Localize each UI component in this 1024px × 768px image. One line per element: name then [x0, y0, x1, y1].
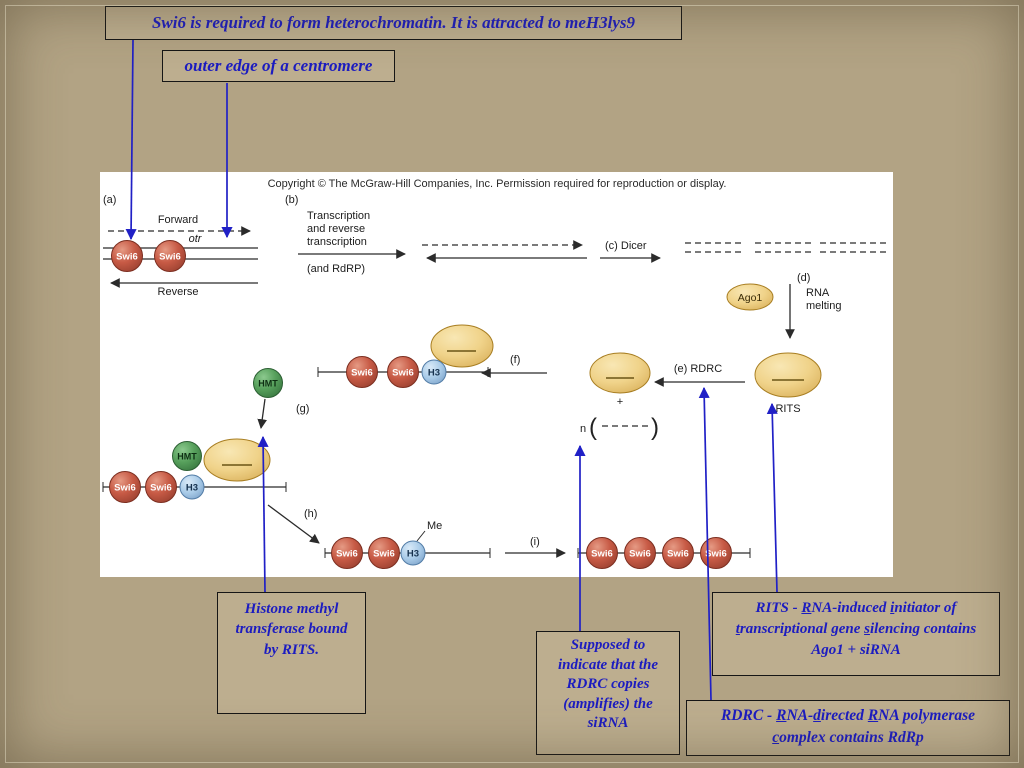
panel-b-label: (b) — [285, 194, 298, 206]
plus-sign: + — [617, 396, 623, 408]
hmt-circle — [172, 441, 202, 471]
supposed-note-line: RDRC copies — [566, 676, 650, 692]
hmt-note-box: Histone methyl transferase bound by RITS… — [217, 592, 366, 714]
otr-label: otr — [189, 233, 203, 245]
swi6-circle — [109, 471, 141, 503]
step-g-arrow — [257, 398, 268, 429]
supposed-note-box: Supposed to indicate that the RDRC copie… — [536, 631, 680, 755]
swi6-circle — [111, 240, 143, 272]
hmt-label: HMT — [258, 379, 278, 389]
swi6-circle — [331, 537, 363, 569]
rna-melting-line2: melting — [806, 300, 841, 312]
forward-label: Forward — [158, 214, 198, 226]
n-multiplier: n — [580, 423, 586, 435]
step-h-arrow — [267, 504, 320, 544]
and-rdrp-label: (and RdRP) — [307, 263, 365, 275]
rdrc-note-box: RDRC - RNA-directed RNA polymerase compl… — [686, 700, 1010, 756]
rits-label: RITS — [775, 403, 800, 415]
close-paren: ) — [651, 414, 659, 441]
panel-c-dicer-label: (c) Dicer — [605, 240, 647, 252]
h3-label: H3 — [428, 368, 440, 379]
supposed-note-line: indicate that the — [557, 656, 658, 673]
me-tick-line — [416, 530, 426, 542]
rdrc-note-text: RDRC - RNA-directed RNA polymerase compl… — [720, 707, 976, 746]
h3-circle — [421, 359, 447, 385]
hmt-circle — [253, 368, 283, 398]
swi6-circle — [154, 240, 186, 272]
transcription-line2: and reverse — [307, 223, 365, 235]
rits-bound-oval — [430, 324, 494, 368]
panel-e-rdrc-label: (e) RDRC — [674, 363, 722, 375]
hmt-note-line: by RITS. — [263, 641, 319, 658]
swi6-circle — [662, 537, 694, 569]
swi6-label: Swi6 — [591, 549, 613, 560]
otr-note-text: outer edge of a centromere — [184, 56, 373, 75]
swi6-label: Swi6 — [159, 252, 181, 263]
swi6-circle — [346, 356, 378, 388]
hmt-note-line: Histone methyl — [244, 601, 339, 617]
swi6-note-text: Swi6 is required to form heterochromatin… — [151, 13, 636, 32]
swi6-label: Swi6 — [116, 252, 138, 263]
swi6-label: Swi6 — [629, 549, 651, 560]
rits-note-text: RITS - RNA-induced initiator of transcri… — [735, 600, 977, 658]
panel-a-label: (a) — [103, 194, 116, 206]
panel-i-label: (i) — [530, 536, 540, 548]
hmt-label: HMT — [177, 452, 197, 462]
supposed-note-line: siRNA — [587, 715, 629, 731]
rits-oval — [754, 352, 822, 398]
ago1-oval — [726, 283, 774, 311]
rits-note-box: RITS - RNA-induced initiator of transcri… — [712, 592, 1000, 676]
swi6-circle — [586, 537, 618, 569]
rits-copy-oval — [589, 352, 651, 394]
h3-label: H3 — [407, 549, 419, 560]
panel-h-label: (h) — [304, 508, 317, 520]
swi6-label: Swi6 — [150, 483, 172, 494]
swi6-circle — [387, 356, 419, 388]
swi6-circle — [368, 537, 400, 569]
me-label: Me — [427, 520, 442, 532]
swi6-label: Swi6 — [667, 549, 689, 560]
h3-circle — [400, 540, 426, 566]
swi6-label: Swi6 — [336, 549, 358, 560]
swi6-label: Swi6 — [373, 549, 395, 560]
swi6-circle — [624, 537, 656, 569]
figure-panel: Copyright © The McGraw-Hill Companies, I… — [100, 172, 893, 577]
reverse-label: Reverse — [158, 286, 199, 298]
swi6-circle — [145, 471, 177, 503]
rna-melting-line1: RNA — [806, 287, 830, 299]
open-paren: ( — [589, 414, 597, 441]
supposed-note-line: (amplifies) the — [563, 695, 653, 712]
h3-label: H3 — [186, 483, 198, 494]
panel-f-label: (f) — [510, 354, 520, 366]
transcription-line3: transcription — [307, 236, 367, 248]
swi6-label: Swi6 — [114, 483, 136, 494]
transcription-line1: Transcription — [307, 210, 370, 222]
swi6-label: Swi6 — [705, 549, 727, 560]
copyright-text: Copyright © The McGraw-Hill Companies, I… — [268, 178, 727, 190]
panel-d-label: (d) — [797, 272, 810, 284]
swi6-note-box: Swi6 is required to form heterochromatin… — [105, 6, 682, 40]
ago1-label: Ago1 — [738, 292, 763, 304]
rits-bound-oval — [203, 438, 271, 482]
hmt-note-line: transferase bound — [235, 621, 348, 638]
swi6-label: Swi6 — [351, 368, 373, 379]
supposed-note-line: Supposed to — [570, 637, 646, 653]
figure-svg: Copyright © The McGraw-Hill Companies, I… — [102, 178, 886, 569]
otr-note-box: outer edge of a centromere — [162, 50, 395, 82]
panel-g-label: (g) — [296, 403, 309, 415]
h3-circle — [179, 474, 205, 500]
swi6-label: Swi6 — [392, 368, 414, 379]
